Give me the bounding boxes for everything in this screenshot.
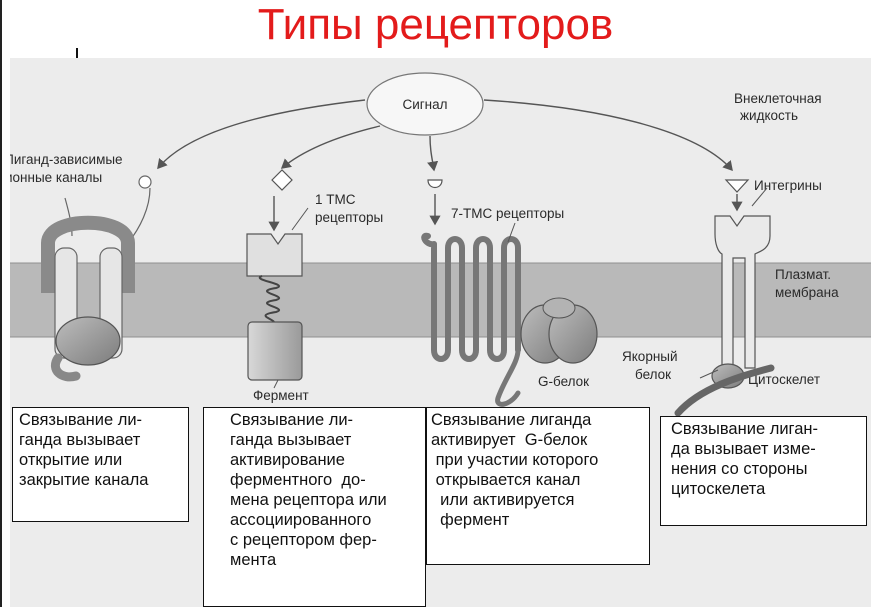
tmc7-label: 7-ТМС рецепторы [451,206,564,221]
box4-line-3: нения со стороны [671,460,808,478]
cursor-mark [76,48,78,61]
box2-line-7: с рецептором фер- [230,531,377,549]
box3-line-3: при участии которого [431,451,599,469]
signal-ellipse [366,72,484,136]
plasma-membrane [10,263,871,337]
arrow-to-channel [157,99,366,170]
membrane-label-1: Плазмат. [775,267,831,282]
box4-line-1: Связывание лиган- [671,420,818,438]
box1-line-1: Связывание ли- [19,411,143,429]
box2-line-3: активирование [230,451,345,469]
tmc7-description-box: Связывание лиганда активирует G-белок пр… [426,407,650,565]
ligand-channel-label-2: ионные каналы [10,170,102,185]
box3-line-6: фермент [431,511,510,529]
tmc1-label-2: рецепторы [315,210,383,225]
box3-line-5: или активируется [431,491,575,509]
box2-line-6: ассоциированного [230,511,372,529]
tmc1-description-box: Связывание ли- ганда вызывает активирова… [203,407,426,607]
ion-channel-icon [41,175,152,382]
box2-line-8: мента [230,551,277,569]
box2-line-2: ганда вызывает [230,431,352,449]
integrins-label: Интегрины [754,178,822,193]
box2-line-4: ферментного до- [230,471,366,489]
tmc1-label-1: 1 ТМС [315,192,356,207]
box1-line-4: закрытие канала [19,471,149,489]
arrow-to-integrin [483,99,733,172]
left-border [0,0,2,607]
box4-line-4: цитоскелета [671,480,766,498]
cytoskeleton-label: Цитоскелет [748,372,820,387]
diagram-canvas: Сигнал Внеклеточная жидкость Лиганд-зави… [10,72,871,417]
arrow-to-1tmc [280,125,381,169]
arrow-to-7tmc [427,135,439,172]
integrin-description-box: Связывание лиган- да вызывает изме- нени… [660,416,867,526]
integrin-icon [674,179,775,417]
g-protein-label: G-белок [538,374,589,389]
tmc1-receptor-icon [246,169,309,389]
channel-description-box: Связывание ли- ганда вызывает открытие и… [12,407,189,522]
membrane-label-2: мембрана [775,285,839,300]
box1-line-3: открытие или [19,451,123,469]
page-title: Типы рецепторов [257,0,614,49]
box1-line-2: ганда вызывает [19,431,141,449]
box4-line-2: да вызывает изме- [671,440,816,458]
extracellular-label-2: жидкость [740,108,798,123]
enzyme-label: Фермент [253,388,309,403]
tmc7-receptor-icon [421,179,598,407]
box3-line-1: Связывание лиганда [431,411,592,429]
ligand-channel-label-1: Лиганд-зависимые [10,152,123,167]
box3-line-4: открывается канал [431,471,581,489]
signal-label: Сигнал [402,97,447,112]
anchor-label-1: Якорный [622,349,678,364]
anchor-label-2: белок [635,367,671,382]
box2-line-1: Связывание ли- [230,411,354,429]
box2-line-5: мена рецептора или [230,491,387,509]
box3-line-2: активирует G-белок [431,431,588,449]
extracellular-label-1: Внеклеточная [734,91,822,106]
